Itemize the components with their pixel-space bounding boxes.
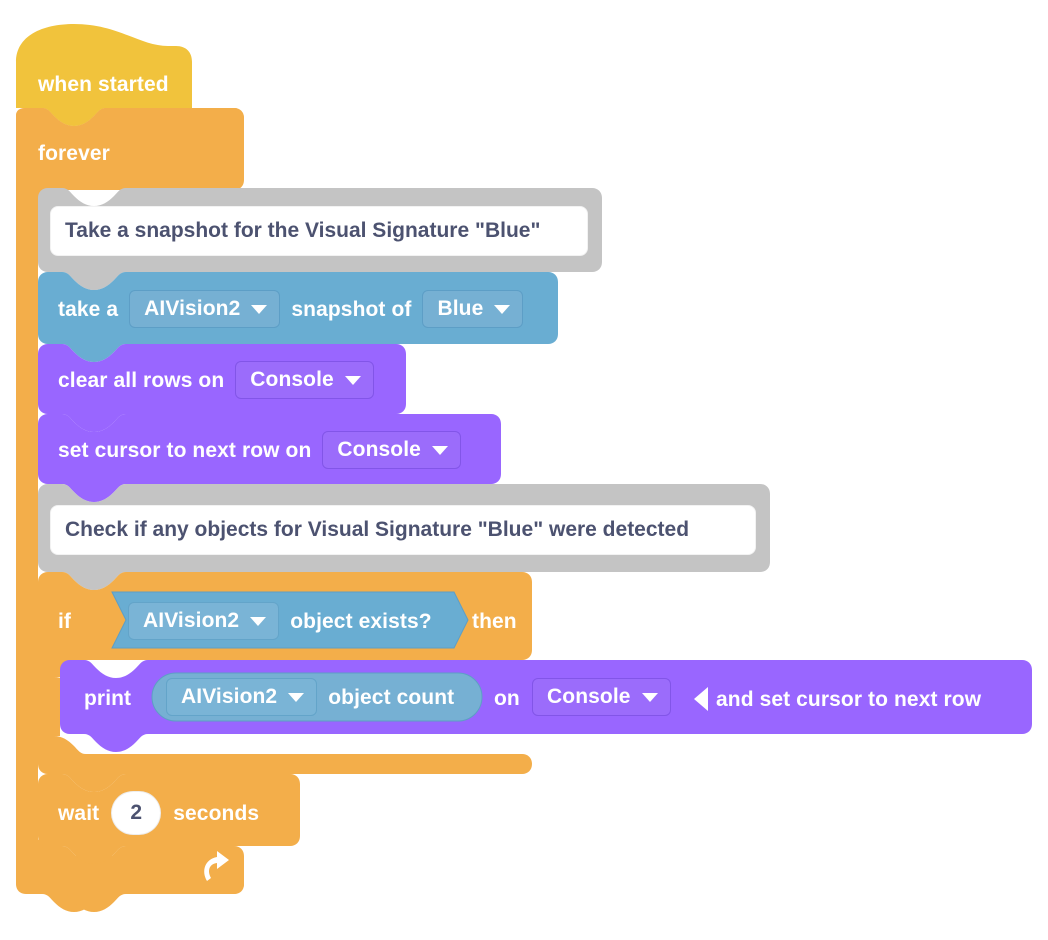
take-snapshot-middle: snapshot of — [291, 297, 412, 321]
hat-block-row: when started — [38, 70, 169, 98]
print-suffix-row: and set cursor to next row — [694, 684, 981, 714]
then-label: then — [472, 609, 517, 633]
comment-check-text-area: Check if any objects for Visual Signatur… — [50, 505, 756, 555]
print-target-value: Console — [547, 685, 631, 708]
comment-snapshot-text-area: Take a snapshot for the Visual Signature… — [50, 206, 588, 256]
chevron-down-icon — [251, 305, 268, 314]
set-cursor-row: set cursor to next row on Console — [58, 427, 461, 473]
print-prefix: print — [84, 686, 132, 710]
wait-suffix: seconds — [173, 801, 260, 825]
print-reporter-text: object count — [328, 685, 455, 709]
chevron-down-icon — [431, 446, 448, 455]
take-snapshot-prefix: take a — [58, 297, 119, 321]
clear-rows-row: clear all rows on Console — [58, 357, 374, 403]
comment-snapshot-text: Take a snapshot for the Visual Signature… — [65, 219, 541, 242]
print-suffix: and set cursor to next row — [716, 687, 982, 711]
print-reporter-device-value: AIVision2 — [181, 685, 278, 708]
print-on-row: on — [494, 683, 520, 713]
take-snapshot-device-dropdown[interactable]: AIVision2 — [129, 290, 281, 328]
set-cursor-target-dropdown[interactable]: Console — [322, 431, 461, 469]
print-prefix-row: print — [84, 683, 131, 713]
wait-prefix: wait — [58, 801, 100, 825]
if-then-row: if — [58, 604, 71, 638]
take-snapshot-signature-value: Blue — [437, 297, 484, 320]
chevron-down-icon — [288, 693, 305, 702]
chevron-down-icon — [344, 376, 361, 385]
chevron-down-icon — [641, 693, 658, 702]
if-condition-text: object exists? — [290, 609, 432, 633]
take-snapshot-row: take a AIVision2 snapshot of Blue — [58, 286, 524, 332]
set-cursor-target-value: Console — [337, 438, 421, 461]
if-condition-row: AIVision2 object exists? — [128, 600, 432, 642]
print-target-row[interactable]: Console — [532, 675, 671, 719]
print-reporter-row[interactable]: AIVision2 object count — [166, 676, 454, 718]
loop-arrow-icon — [204, 851, 229, 881]
triangle-left-icon[interactable] — [694, 687, 708, 711]
forever-label: forever — [38, 141, 110, 165]
when-started-label: when started — [38, 72, 169, 96]
print-target-dropdown[interactable]: Console — [532, 678, 671, 716]
take-snapshot-signature-dropdown[interactable]: Blue — [422, 290, 524, 328]
clear-rows-target-value: Console — [250, 368, 334, 391]
comment-check-text: Check if any objects for Visual Signatur… — [65, 518, 690, 541]
take-snapshot-device-value: AIVision2 — [144, 297, 241, 320]
chevron-down-icon — [250, 617, 267, 626]
forever-block-row: forever — [38, 139, 110, 167]
print-reporter-device-dropdown[interactable]: AIVision2 — [166, 678, 318, 716]
chevron-down-icon — [494, 305, 511, 314]
clear-rows-target-dropdown[interactable]: Console — [235, 361, 374, 399]
if-condition-device-dropdown[interactable]: AIVision2 — [128, 602, 280, 640]
wait-seconds-input[interactable]: 2 — [111, 791, 162, 835]
clear-rows-prefix: clear all rows on — [58, 368, 225, 392]
if-label: if — [58, 609, 72, 633]
if-condition-device-value: AIVision2 — [143, 609, 240, 632]
print-on-label: on — [494, 686, 520, 710]
wait-row: wait 2 seconds — [58, 790, 259, 836]
set-cursor-prefix: set cursor to next row on — [58, 438, 312, 462]
then-row: then — [472, 606, 517, 636]
